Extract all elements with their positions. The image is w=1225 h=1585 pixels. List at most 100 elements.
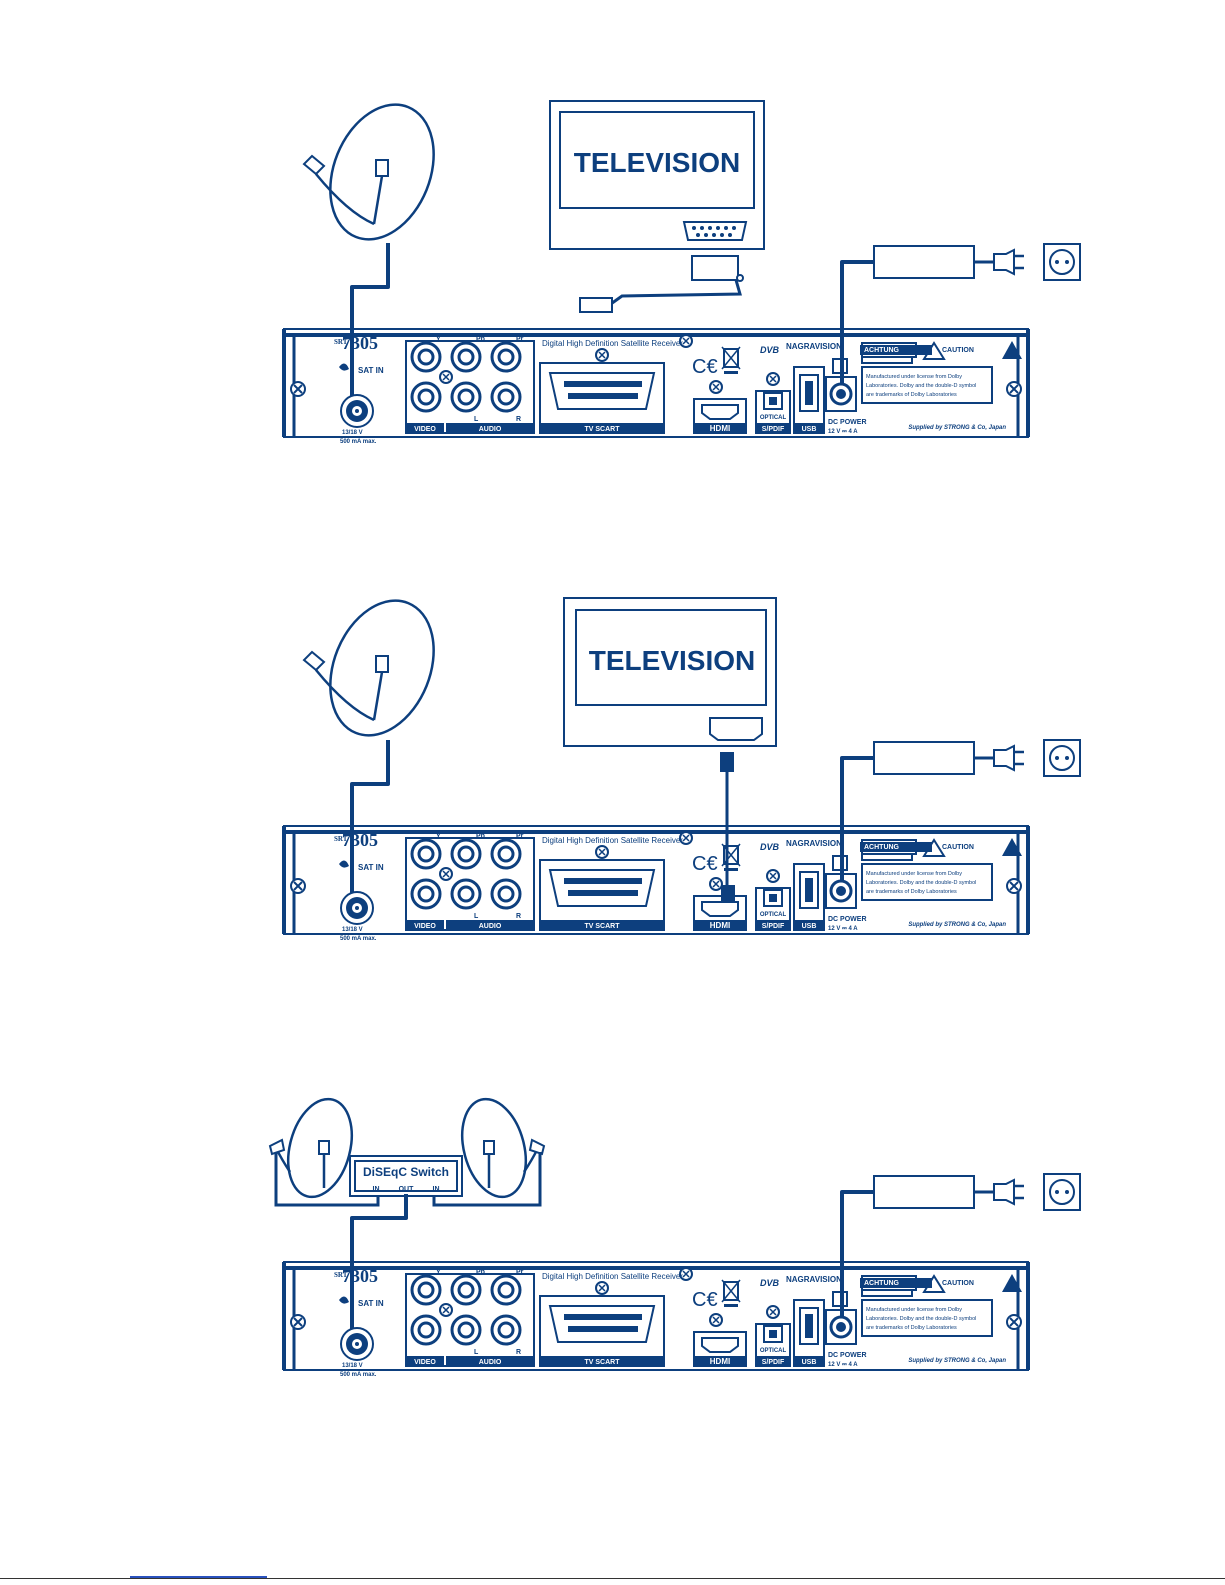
power-cable (840, 756, 874, 900)
svg-text:CAUTION: CAUTION (942, 844, 974, 851)
svg-text:S/PDIF: S/PDIF (762, 1359, 785, 1366)
svg-text:CAUTION: CAUTION (942, 1280, 974, 1287)
dolby-line-1: Manufactured under license from Dolby (866, 374, 962, 380)
usb-label: USB (802, 426, 817, 433)
dolby-line-3: are trademarks of Dolby Laboratories (866, 392, 957, 398)
svg-text:OPTICAL: OPTICAL (760, 1348, 787, 1354)
svg-text:7305: 7305 (342, 830, 378, 850)
scart-cable (579, 255, 744, 313)
svg-text:Y: Y (436, 1269, 441, 1276)
power-adapter (872, 242, 1082, 282)
svg-text:NAGRAVISION: NAGRAVISION (786, 1275, 842, 1284)
svg-text:12 V ⎓ 4 A: 12 V ⎓ 4 A (828, 926, 858, 932)
diseqc-title: DiSEqC Switch (363, 1165, 449, 1179)
svg-text:ACHTUNG: ACHTUNG (864, 844, 900, 851)
tv-scart-label: TV SCART (585, 426, 621, 433)
label-y: Y (436, 336, 441, 343)
diseqc-in-right: IN (433, 1186, 440, 1193)
svg-text:Pr: Pr (516, 833, 524, 840)
svg-text:VIDEO: VIDEO (414, 923, 436, 930)
svg-text:Pr: Pr (516, 1269, 524, 1276)
receiver-rear-panel: SRT 7305 SAT IN 13/18 V 500 mA max. Y Pb… (282, 1260, 1030, 1378)
supplied-by: Supplied by STRONG & Co, Japan (908, 425, 1006, 431)
svg-text:L: L (474, 1349, 479, 1356)
receiver-rear-panel: SRT 7305 SAT IN 13/18 V 500 mA max. Y Pb… (282, 824, 1030, 942)
television-label: TELEVISION (589, 645, 755, 676)
svg-text:are trademarks of Dolby Labora: are trademarks of Dolby Laboratories (866, 889, 957, 895)
svg-text:ACHTUNG: ACHTUNG (864, 1280, 900, 1287)
svg-text:L: L (474, 913, 479, 920)
svg-text:USB: USB (802, 1359, 817, 1366)
diagram-diseqc-connection: DiSEqC Switch IN OUT IN SRT 7305 SAT IN … (268, 1097, 1082, 1378)
svg-text:500 mA max.: 500 mA max. (340, 936, 377, 942)
page-footer-rule (0, 1578, 1225, 1579)
lnb-voltage: 13/18 V (342, 430, 363, 436)
svg-text:13/18 V: 13/18 V (342, 1363, 363, 1369)
svg-text:Pb: Pb (476, 1269, 485, 1276)
svg-text:HDMI: HDMI (710, 921, 730, 930)
svg-text:Laboratories. Dolby and the do: Laboratories. Dolby and the double-D sym… (866, 880, 976, 886)
footer-link-underline (130, 1576, 267, 1578)
lnb-cable (350, 740, 390, 908)
svg-text:Supplied by STRONG & Co, Japan: Supplied by STRONG & Co, Japan (908, 922, 1006, 928)
svg-text:500 mA max.: 500 mA max. (340, 1372, 377, 1378)
svg-text:13/18 V: 13/18 V (342, 927, 363, 933)
svg-text:DC POWER: DC POWER (828, 1352, 867, 1359)
svg-text:Laboratories. Dolby and the do: Laboratories. Dolby and the double-D sym… (866, 1316, 976, 1322)
svg-text:Pb: Pb (476, 833, 485, 840)
svg-text:S/PDIF: S/PDIF (762, 923, 785, 930)
receiver-rear-panel: SRT 7305 SAT IN 13/18 V 500 mA max. Y Pb… (282, 327, 1030, 445)
svg-text:SRT: SRT (334, 835, 348, 843)
svg-text:Digital High Definition Satell: Digital High Definition Satellite Receiv… (542, 1272, 683, 1281)
svg-text:TV SCART: TV SCART (585, 923, 621, 930)
dc-power-label: DC POWER (828, 419, 867, 426)
power-adapter (872, 1172, 1082, 1212)
svg-text:AUDIO: AUDIO (479, 923, 502, 930)
spdif-label: S/PDIF (762, 426, 785, 433)
label-l: L (474, 416, 479, 423)
product-title: Digital High Definition Satellite Receiv… (542, 339, 683, 348)
dolby-line-2: Laboratories. Dolby and the double-D sym… (866, 383, 976, 389)
svg-text:12 V ⎓ 4 A: 12 V ⎓ 4 A (828, 1362, 858, 1368)
lnb-cable (350, 243, 390, 412)
diagram-hdmi-connection: TELEVISION SRT 7305 SAT IN 13/18 V 500 m… (282, 583, 1082, 942)
diagram-scart-connection: TELEVISION SRT 7305 SAT IN 13/18 V 500 m… (282, 87, 1082, 445)
svg-text:HDMI: HDMI (710, 1357, 730, 1366)
svg-text:7305: 7305 (342, 1266, 378, 1286)
power-cable (840, 1190, 874, 1336)
lnb-current: 500 mA max. (340, 439, 377, 445)
sat-in-label: SAT IN (358, 366, 384, 375)
svg-text:TV SCART: TV SCART (585, 1359, 621, 1366)
diseqc-in-left: IN (373, 1186, 380, 1193)
television-label: TELEVISION (574, 147, 740, 178)
label-r: R (516, 416, 521, 423)
svg-text:Digital High Definition Satell: Digital High Definition Satellite Receiv… (542, 836, 683, 845)
svg-text:SRT: SRT (334, 1271, 348, 1279)
svg-text:R: R (516, 1349, 521, 1356)
dvb-logo: DVB (760, 345, 780, 355)
label-pb: Pb (476, 336, 485, 343)
label-pr: Pr (516, 336, 524, 343)
svg-text:Manufactured under license fro: Manufactured under license from Dolby (866, 871, 962, 877)
power-adapter (872, 738, 1082, 778)
svg-text:AUDIO: AUDIO (479, 1359, 502, 1366)
svg-text:DVB: DVB (760, 842, 780, 852)
hdmi-label: HDMI (710, 424, 730, 433)
power-cable (840, 260, 874, 402)
svg-text:DVB: DVB (760, 1278, 780, 1288)
svg-text:R: R (516, 913, 521, 920)
diseqc-out: OUT (399, 1186, 415, 1193)
svg-text:VIDEO: VIDEO (414, 1359, 436, 1366)
model-number: 7305 (342, 333, 378, 353)
satellite-dish-right-icon (461, 1097, 546, 1199)
svg-text:Y: Y (436, 833, 441, 840)
svg-text:Supplied by STRONG & Co, Japan: Supplied by STRONG & Co, Japan (908, 1358, 1006, 1364)
audio-label: AUDIO (479, 426, 502, 433)
svg-text:USB: USB (802, 923, 817, 930)
caution-label: CAUTION (942, 347, 974, 354)
svg-text:OPTICAL: OPTICAL (760, 912, 787, 918)
brand-logo: NAGRAVISION (786, 342, 842, 351)
svg-text:SAT IN: SAT IN (358, 863, 384, 872)
television: TELEVISION (563, 597, 777, 747)
